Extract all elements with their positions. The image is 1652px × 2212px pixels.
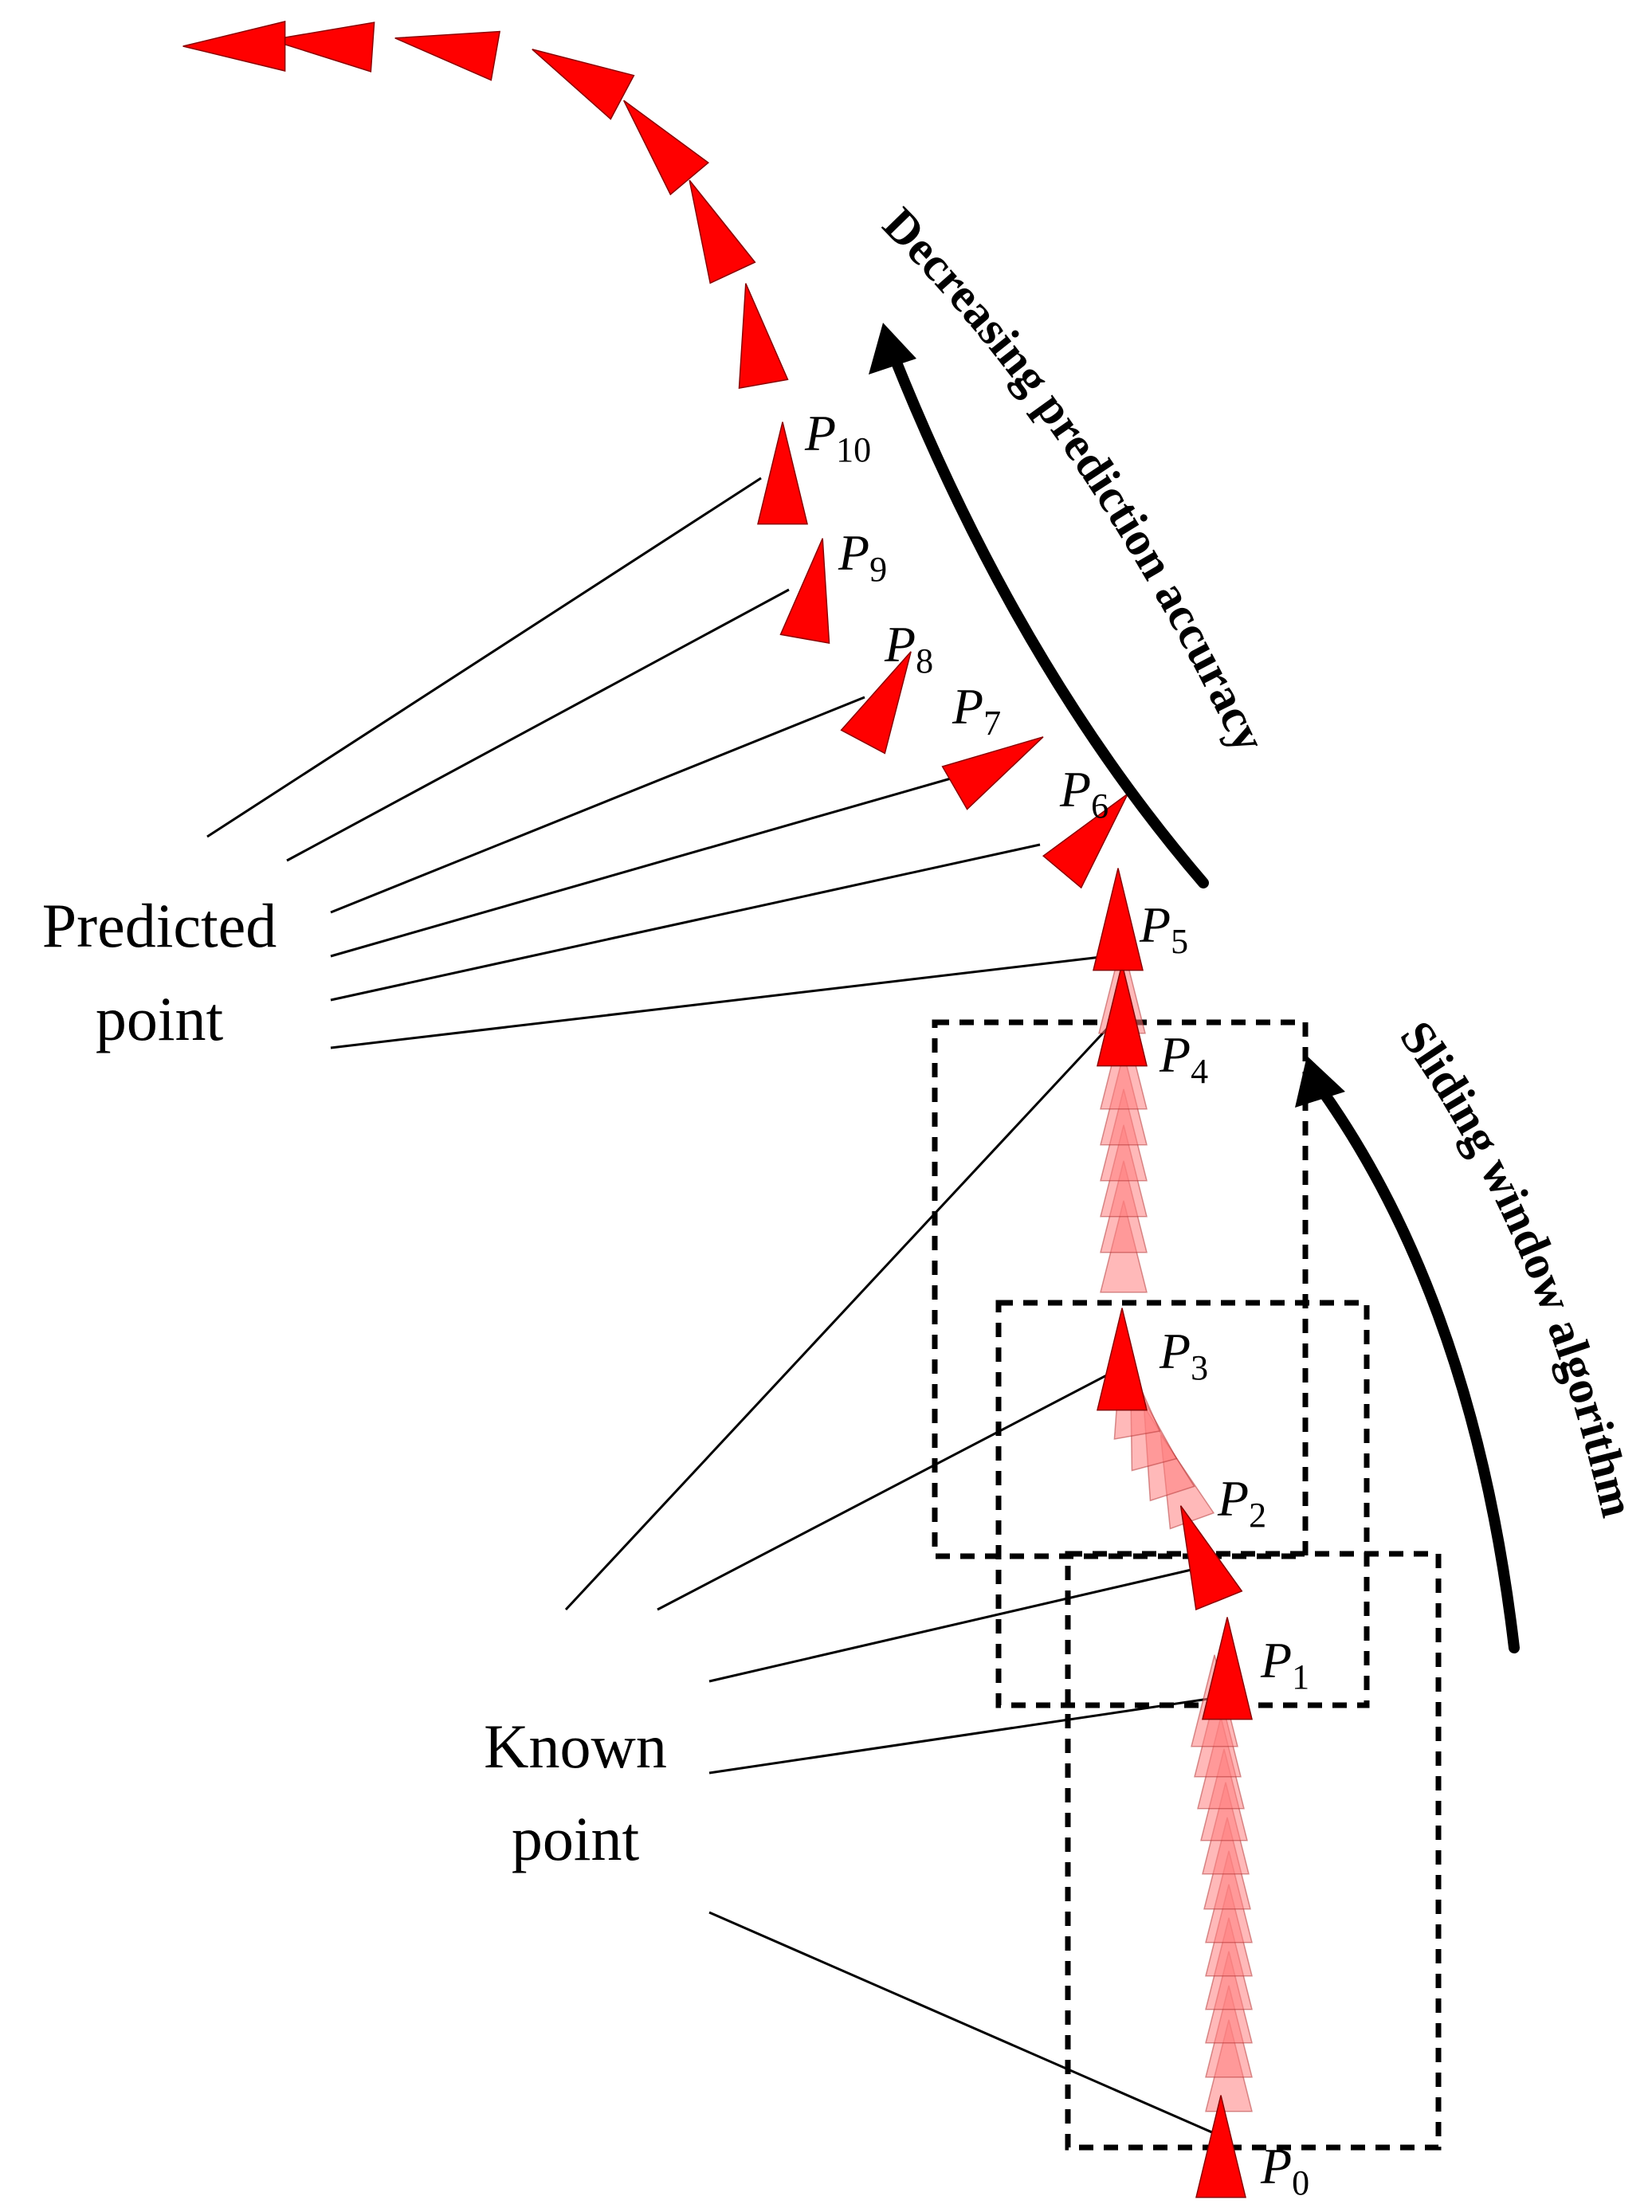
marker-future-5	[394, 30, 501, 81]
point-labels: P0 P1 P2 P3 P4 P5 P6 P7 P8 P9 P10	[804, 405, 1309, 2202]
marker-future-7	[182, 21, 286, 72]
intermediate-markers	[1098, 941, 1253, 2112]
point-label-p7: P7	[952, 678, 1001, 743]
leader-line-p7	[330, 775, 957, 958]
leader-line-p3	[657, 1369, 1116, 1611]
marker-future-6	[270, 22, 375, 73]
marker-p8	[840, 651, 912, 755]
decreasing-accuracy-label: Decreasing prediction accuracy	[873, 198, 1277, 760]
marker-p3	[1097, 1308, 1148, 1411]
point-label-p6: P6	[1059, 761, 1109, 826]
marker-p9	[779, 538, 830, 645]
marker-p4	[1097, 963, 1148, 1067]
leader-line-p10	[206, 477, 762, 838]
known-point-label: Known point	[484, 1712, 667, 1873]
decreasing-accuracy-arrowhead	[869, 323, 916, 375]
leader-line-p2	[708, 1568, 1192, 1683]
sliding-windows	[932, 1019, 1442, 2151]
point-label-p10: P10	[804, 405, 871, 469]
leader-line-p1	[708, 1696, 1220, 1775]
point-label-p9: P9	[838, 524, 887, 589]
marker-p10	[757, 422, 808, 525]
leader-line-p9	[286, 588, 790, 862]
leader-line-p8	[330, 696, 865, 914]
known-label-line-2: point	[512, 1804, 640, 1873]
point-label-p0: P0	[1260, 2138, 1309, 2202]
point-label-p2: P2	[1217, 1470, 1266, 1535]
sliding-window-arc	[1317, 1086, 1520, 1653]
predicted-label-line-1: Predicted	[42, 891, 277, 960]
leader-lines	[206, 477, 1220, 2137]
point-label-p4: P4	[1159, 1026, 1208, 1091]
marker-p1	[1202, 1617, 1253, 1720]
point-label-p3: P3	[1159, 1323, 1208, 1387]
decreasing-accuracy-arc	[891, 357, 1209, 888]
marker-future-3	[623, 100, 710, 196]
marker-p6	[1042, 793, 1128, 889]
leader-line-p0	[708, 1911, 1220, 2137]
marker-future-1	[738, 283, 789, 390]
leader-line-p4	[564, 1026, 1109, 1611]
marker-p0	[1195, 2095, 1246, 2198]
leader-line-p5	[330, 955, 1109, 1049]
marker-future-2	[689, 179, 756, 284]
marker-p7	[941, 736, 1044, 810]
predicted-point-label: Predicted point	[42, 891, 277, 1053]
known-label-line-1: Known	[484, 1712, 667, 1781]
marker-future-4	[532, 49, 635, 120]
leader-line-p6	[330, 843, 1041, 1002]
point-label-p8: P8	[884, 616, 933, 680]
sliding-window-label: Sliding window algorithm	[1390, 1012, 1644, 1522]
sliding-window-arrowhead	[1295, 1056, 1345, 1108]
point-label-p5: P5	[1139, 896, 1188, 961]
marker-p2	[1179, 1505, 1243, 1611]
window-box-1	[1065, 1551, 1442, 2151]
trajectory-markers	[182, 21, 1253, 2198]
marker-p5	[1093, 868, 1144, 971]
point-label-p1: P1	[1260, 1632, 1309, 1696]
predicted-label-line-2: point	[96, 984, 224, 1053]
window-box-2	[995, 1300, 1370, 1708]
